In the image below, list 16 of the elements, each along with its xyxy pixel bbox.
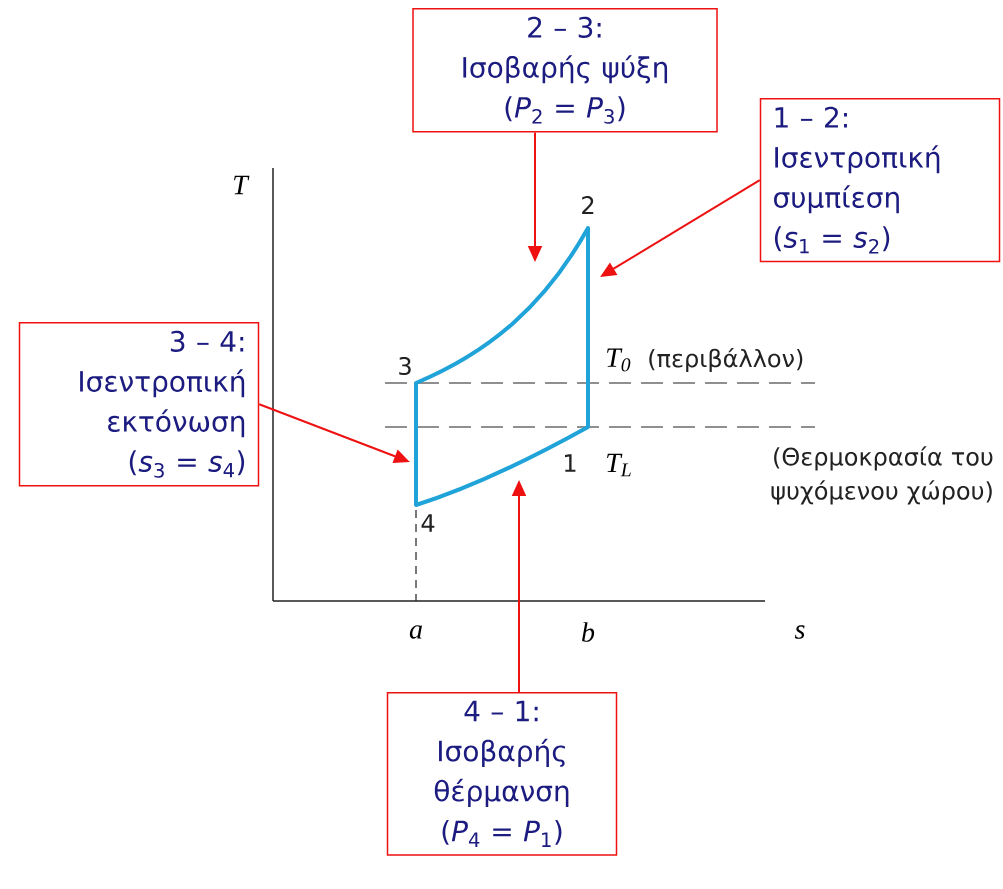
callout-box: 2 – 3: Ισοβαρής ψύξη (P$_{2}$ = P$_{3}$) [412, 8, 718, 133]
axis-label: a [409, 625, 422, 639]
line-label: (Θερμοκρασία του ψυχόμενου χώρου) [771, 446, 993, 505]
axis-label: T [234, 175, 250, 195]
axis-label: b [582, 622, 595, 642]
point-label: 2 [582, 196, 594, 214]
callout-box: 4 – 1: Ισοβαρής θέρμανση (P$_{4}$ = P$_{1}$) [386, 692, 618, 856]
callout-box: 1 – 2: Ισεντροπική συμπίεση (s$_{1}$ = s$_{2}$) [759, 98, 1001, 263]
axis-label: T$_{L}$ [607, 453, 631, 477]
point-label: 4 [421, 514, 435, 532]
axis-label: T$_{0}$ [607, 348, 631, 372]
line-label: (περιβάλλον) [649, 347, 803, 373]
point-label: 1 [565, 454, 576, 472]
callout-box: 3 – 4: Ισεντροπική εκτόνωση (s$_{3}$ = s$_{4}$) [18, 322, 260, 487]
point-label: 3 [399, 356, 411, 376]
axis-label: s [794, 625, 805, 639]
